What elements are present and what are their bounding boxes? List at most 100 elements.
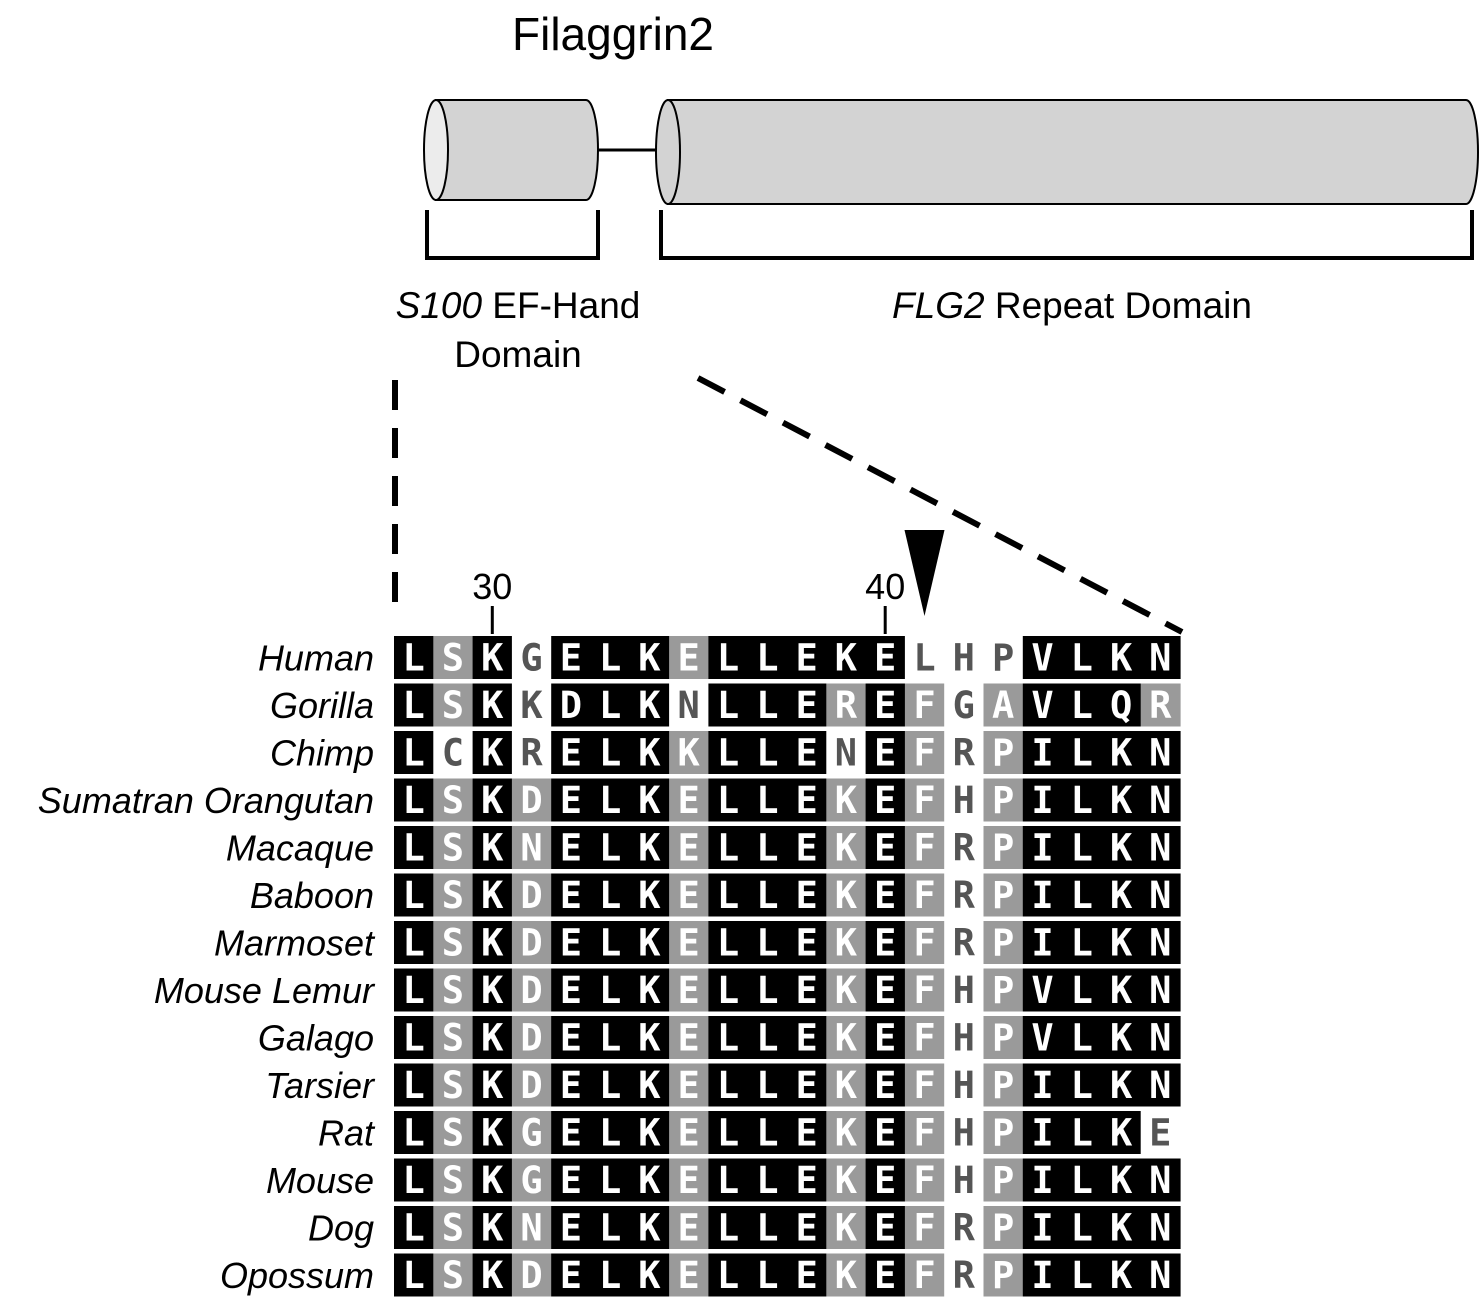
residue-letter: K [1110,1254,1133,1297]
residue-letter: S [442,827,464,870]
residue-cell [787,921,827,964]
residue-cell [944,636,985,679]
residue-cell [1022,778,1063,822]
residue-cell [590,731,631,774]
residue-letter: K [1110,827,1133,870]
flg2-domain-label: FLG2 Repeat Domain [892,285,1252,326]
residue-letter: L [756,874,778,917]
residue-cell [904,1111,945,1154]
residue-cell [944,1016,985,1059]
residue-letter: K [638,1254,661,1297]
residue-cell [747,636,788,679]
residue-cell [708,826,749,869]
residue-cell [472,1111,513,1154]
residue-cell [433,1016,474,1059]
residue-cell [944,921,985,964]
residue-letter: E [795,1112,817,1155]
residue-letter: E [678,1017,700,1060]
residue-letter: L [1071,684,1093,727]
residue-cell [551,1111,592,1154]
residue-cell [747,1253,788,1297]
residue-cell [1062,683,1102,727]
residue-cell [1101,1158,1142,1202]
residue-cell [983,1158,1024,1202]
residue-cell [590,921,631,964]
residue-letter: L [756,922,778,965]
residue-letter: L [1071,732,1093,775]
residue-letter: G [520,1112,542,1155]
residue-cell [669,1016,709,1059]
residue-cell [511,731,552,774]
residue-cell [708,1158,749,1202]
residue-letter: I [1031,1207,1053,1250]
residue-letter: N [1149,1159,1171,1202]
residue-letter: F [913,779,935,822]
residue-letter: R [953,1207,976,1250]
residue-letter: E [874,827,896,870]
residue-cell [433,731,474,774]
residue-cell [551,1206,592,1249]
residue-cell [433,1253,474,1297]
residue-letter: L [599,732,621,775]
residue-letter: R [953,922,976,965]
residue-cell [865,1111,906,1154]
residue-letter: E [874,1064,896,1107]
residue-cell [472,778,513,822]
residue-letter: F [913,874,935,917]
residue-letter: P [992,732,1014,775]
residue-cell [1062,1253,1102,1297]
residue-letter: N [1149,1254,1171,1297]
residue-cell [708,1016,749,1059]
residue-cell [708,731,749,774]
residue-cell [590,1253,631,1297]
residue-cell [747,778,788,822]
residue-cell [1140,1063,1181,1107]
residue-cell [1101,826,1142,869]
residue-letter: K [835,779,858,822]
residue-letter: P [992,1254,1014,1297]
residue-cell [904,968,945,1012]
residue-cell [629,1016,670,1059]
residue-letter: K [835,1254,858,1297]
residue-letter: K [481,637,504,680]
residue-letter: E [874,1112,896,1155]
residue-cell [433,1063,474,1107]
residue-cell [708,1206,749,1249]
residue-cell [511,778,552,822]
residue-cell [983,636,1024,679]
residue-cell [826,1206,867,1249]
residue-cell [551,731,592,774]
residue-cell [629,921,670,964]
residue-cell [511,1111,552,1154]
residue-cell [394,1063,434,1107]
residue-cell [433,826,474,869]
residue-letter: K [638,1207,661,1250]
residue-letter: K [1110,779,1133,822]
residue-cell [826,1063,867,1107]
residue-letter: N [835,732,857,775]
residue-cell [669,968,709,1012]
residue-cell [669,873,709,917]
residue-cell [551,968,592,1012]
residue-letter: K [638,732,661,775]
residue-letter: E [795,827,817,870]
residue-letter: K [835,969,858,1012]
residue-cell [511,636,552,679]
residue-cell [394,1158,434,1202]
residue-letter: S [442,1254,464,1297]
residue-letter: L [717,684,739,727]
species-label: Opossum [220,1255,374,1296]
residue-cell [904,636,945,679]
residue-letter: L [717,922,739,965]
residue-letter: H [953,1112,975,1155]
residue-cell [708,873,749,917]
residue-cell [747,731,788,774]
residue-letter: E [795,874,817,917]
residue-cell [1022,1158,1063,1202]
residue-letter: L [717,1207,739,1250]
residue-cell [1140,1253,1181,1297]
residue-letter: L [402,969,424,1012]
residue-cell [472,826,513,869]
